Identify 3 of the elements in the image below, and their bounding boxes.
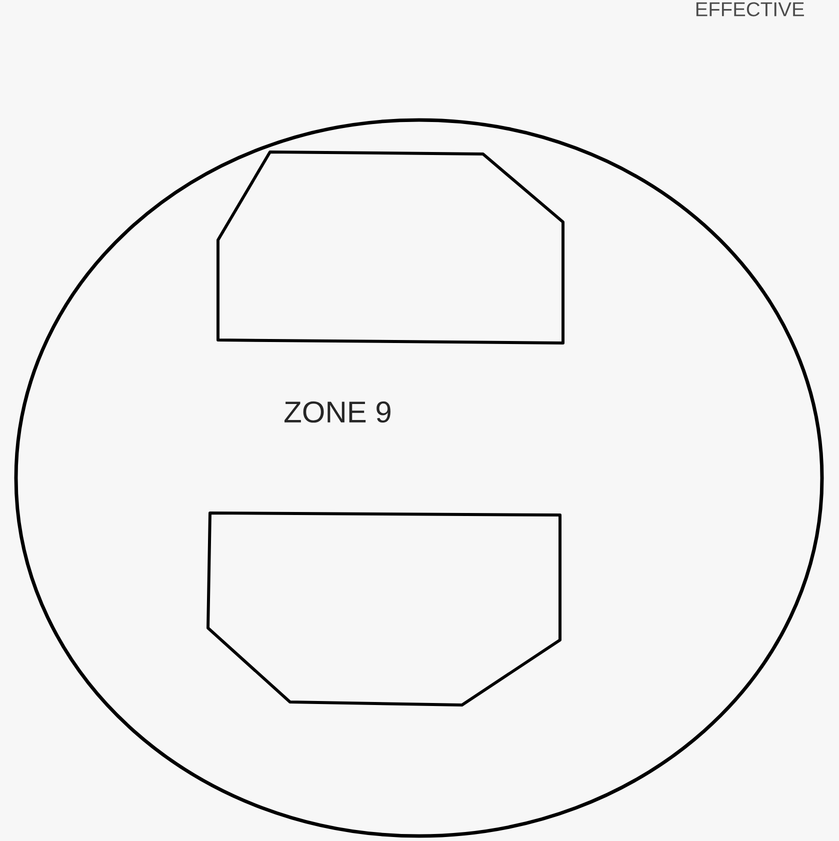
- header-text: EFFECTIVE: [696, 2, 804, 16]
- octagon-outline: [216, 150, 564, 344]
- octagon-outline: [206, 512, 562, 706]
